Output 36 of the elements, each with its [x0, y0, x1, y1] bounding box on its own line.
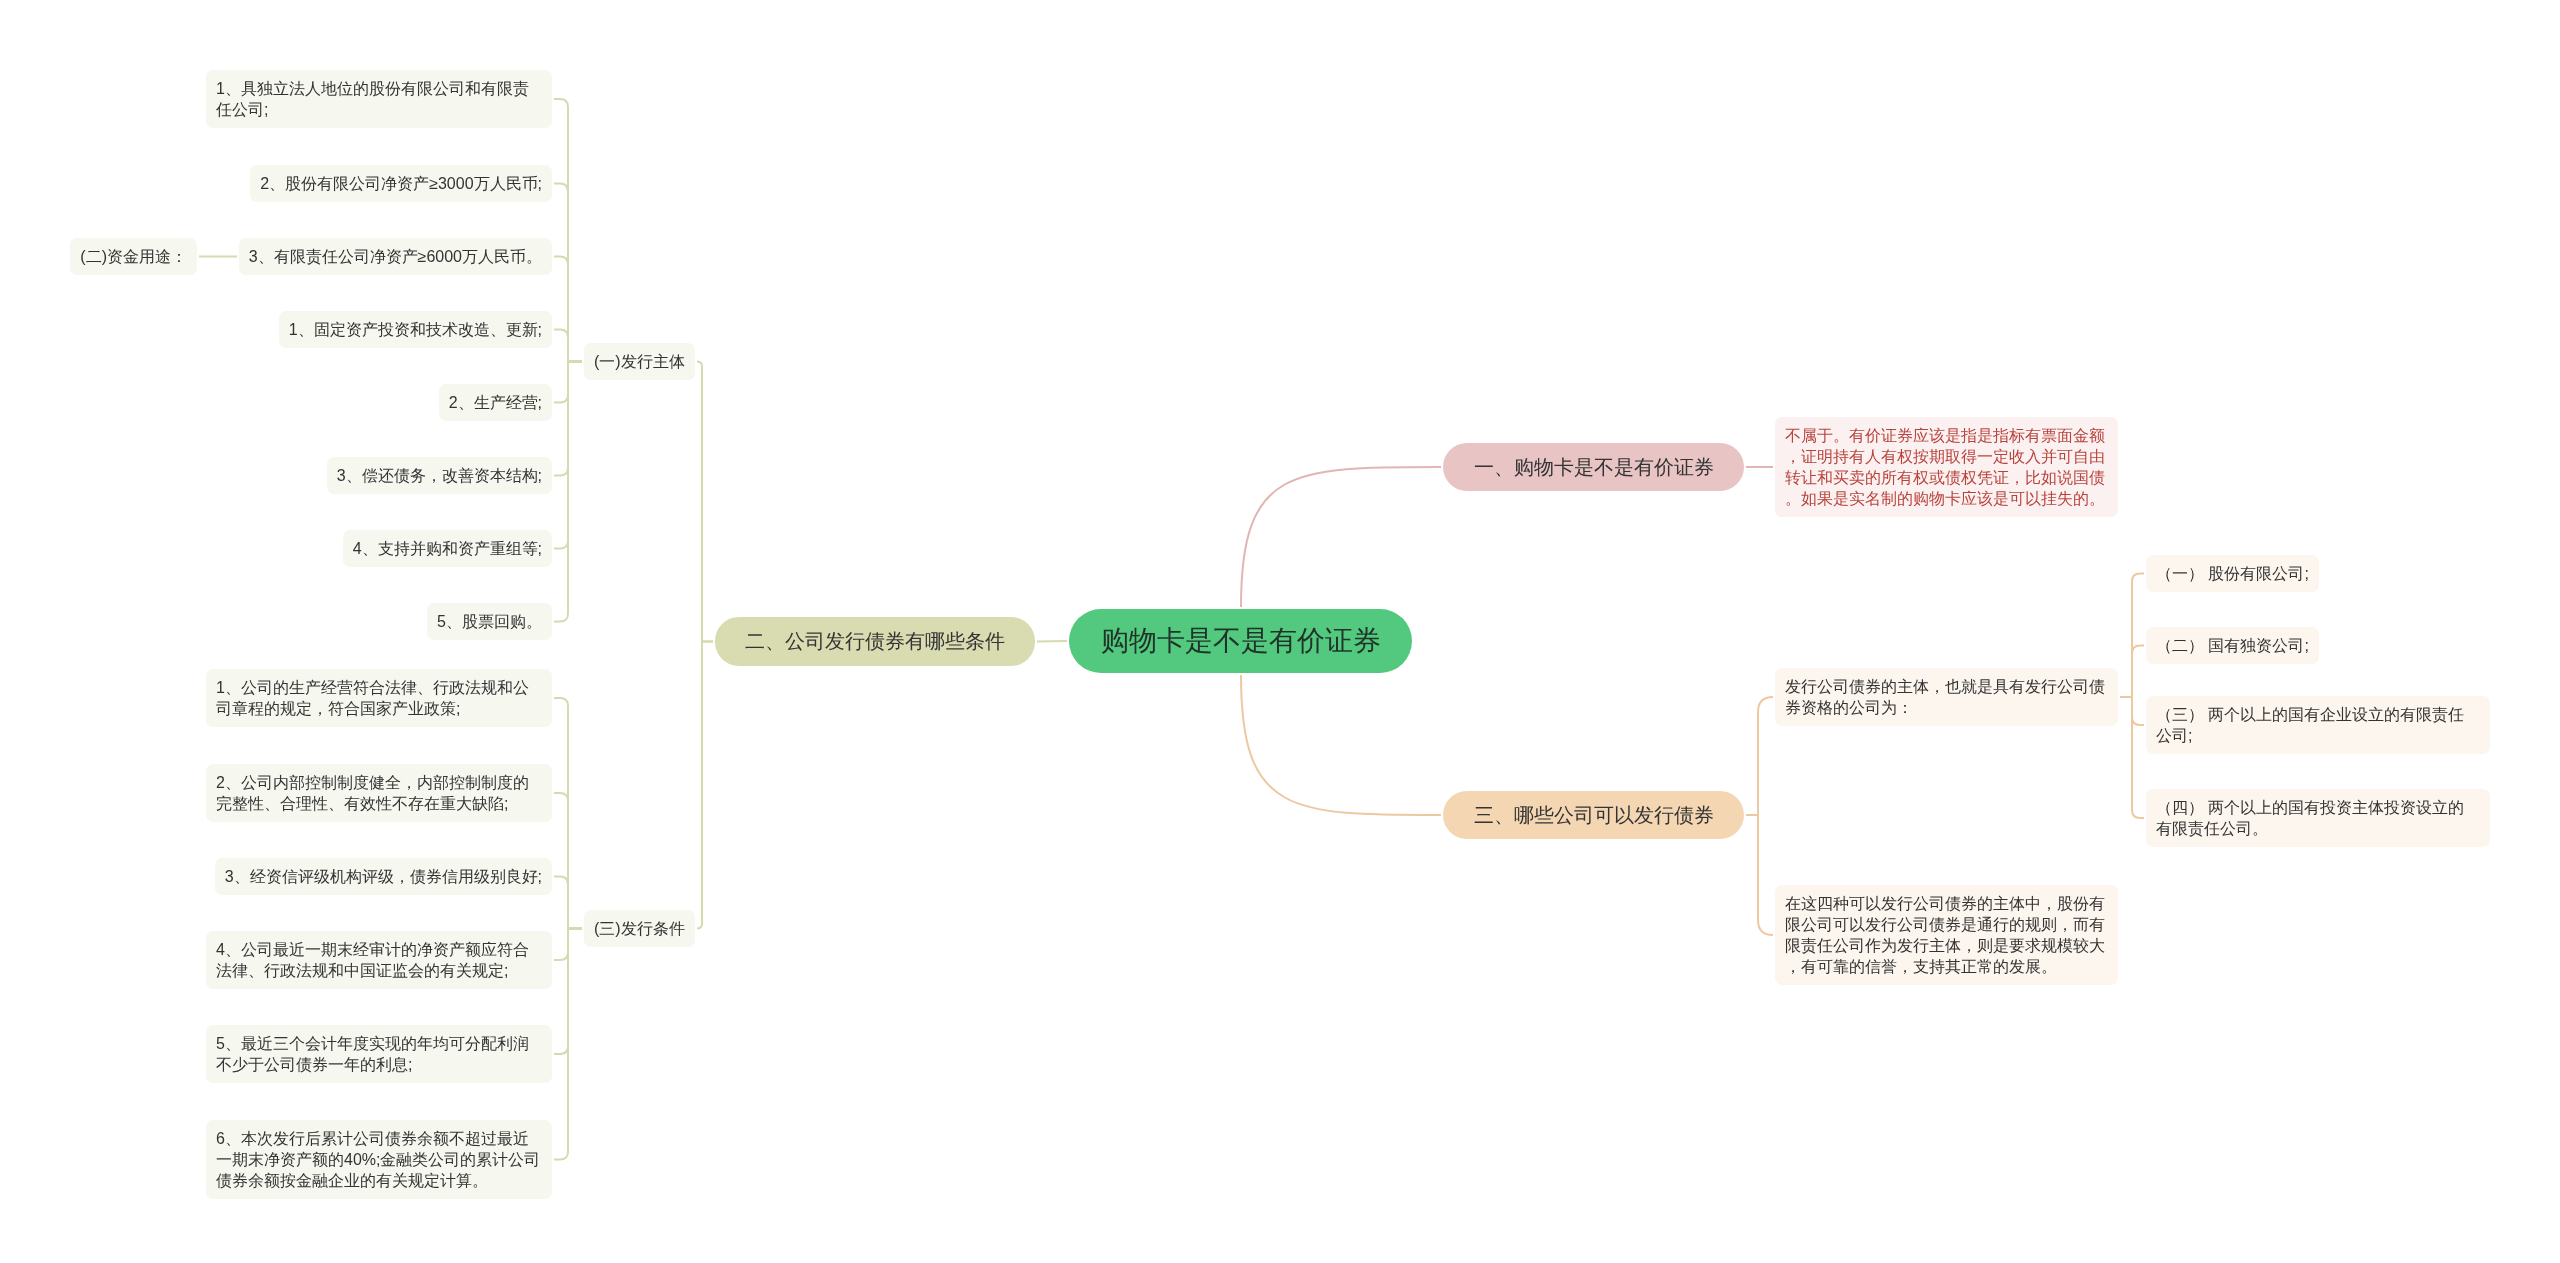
connector-line [1240, 674, 1442, 816]
note-box: 不属于。有价证券应该是指是指标有票面金额，证明持有人有权按期取得一定收入并可自由转让和买卖的所有权或债权凭证，比如说国债。如果是实名制的购物卡应该是可以挂失的。 [1775, 417, 2118, 517]
subtopic-box: （一） 股份有限公司; [2146, 555, 2319, 592]
connector-line [2119, 696, 2145, 819]
subtopic-box: 发行公司债券的主体，也就是具有发行公司债券资格的公司为： [1775, 668, 2118, 726]
subtopic-box: 3、经资信评级机构评级，债券信用级别良好; [214, 858, 552, 895]
subtopic-box: (一)发行主体 [584, 343, 695, 380]
central-topic: 购物卡是不是有价证券 [1069, 609, 1412, 673]
subtopic-box: 在这四种可以发行公司债券的主体中，股份有限公司可以发行公司债券是通行的规则，而有限责任公司作为发行主体，则是要求规模较大，有可靠的信誉，支持其正常的发展。 [1775, 885, 2118, 985]
branch-topic: 一、购物卡是不是有价证券 [1443, 443, 1744, 491]
subtopic-box: 3、偿还债务，改善资本结构; [326, 457, 552, 494]
subtopic-box: (二)资金用途： [70, 238, 197, 275]
subtopic-box: 1、具独立法人地位的股份有限公司和有限责任公司; [206, 70, 552, 128]
subtopic-box: 4、支持并购和资产重组等; [342, 530, 552, 567]
connector-line [198, 255, 238, 258]
connector-line [1745, 466, 1774, 468]
connector-line [1745, 814, 1774, 936]
subtopic-box: 6、本次发行后累计公司债券余额不超过最近一期末净资产额的40%;金融类公司的累计公司债券余额按金融企业的有关规定计算。 [206, 1120, 552, 1199]
subtopic-box: 2、公司内部控制制度健全，内部控制制度的完整性、合理性、有效性不存在重大缺陷; [206, 764, 552, 822]
subtopic-box: 1、固定资产投资和技术改造、更新; [278, 311, 552, 348]
subtopic-box: 5、最近三个会计年度实现的年均可分配利润不少于公司债券一年的利息; [206, 1025, 552, 1083]
connector-line [1036, 640, 1068, 643]
subtopic-box: 3、有限责任公司净资产≥6000万人民币。 [238, 238, 552, 275]
subtopic-box: 5、股票回购。 [427, 603, 552, 640]
subtopic-box: （二） 国有独资公司; [2146, 627, 2319, 664]
subtopic-box: 1、公司的生产经营符合法律、行政法规和公司章程的规定，符合国家产业政策; [206, 669, 552, 727]
subtopic-box: (三)发行条件 [584, 910, 695, 947]
subtopic-box: 2、股份有限公司净资产≥3000万人民币; [250, 165, 552, 202]
connector-line [696, 640, 714, 930]
subtopic-box: （四） 两个以上的国有投资主体投资设立的有限责任公司。 [2146, 789, 2490, 847]
subtopic-box: 2、生产经营; [438, 384, 552, 421]
connector-line [1240, 466, 1442, 608]
subtopic-box: 4、公司最近一期末经审计的净资产额应符合法律、行政法规和中国证监会的有关规定; [206, 931, 552, 989]
branch-topic: 三、哪些公司可以发行债券 [1443, 791, 1744, 839]
branch-topic: 二、公司发行债券有哪些条件 [715, 617, 1035, 666]
subtopic-box: （三） 两个以上的国有企业设立的有限责任公司; [2146, 696, 2490, 754]
